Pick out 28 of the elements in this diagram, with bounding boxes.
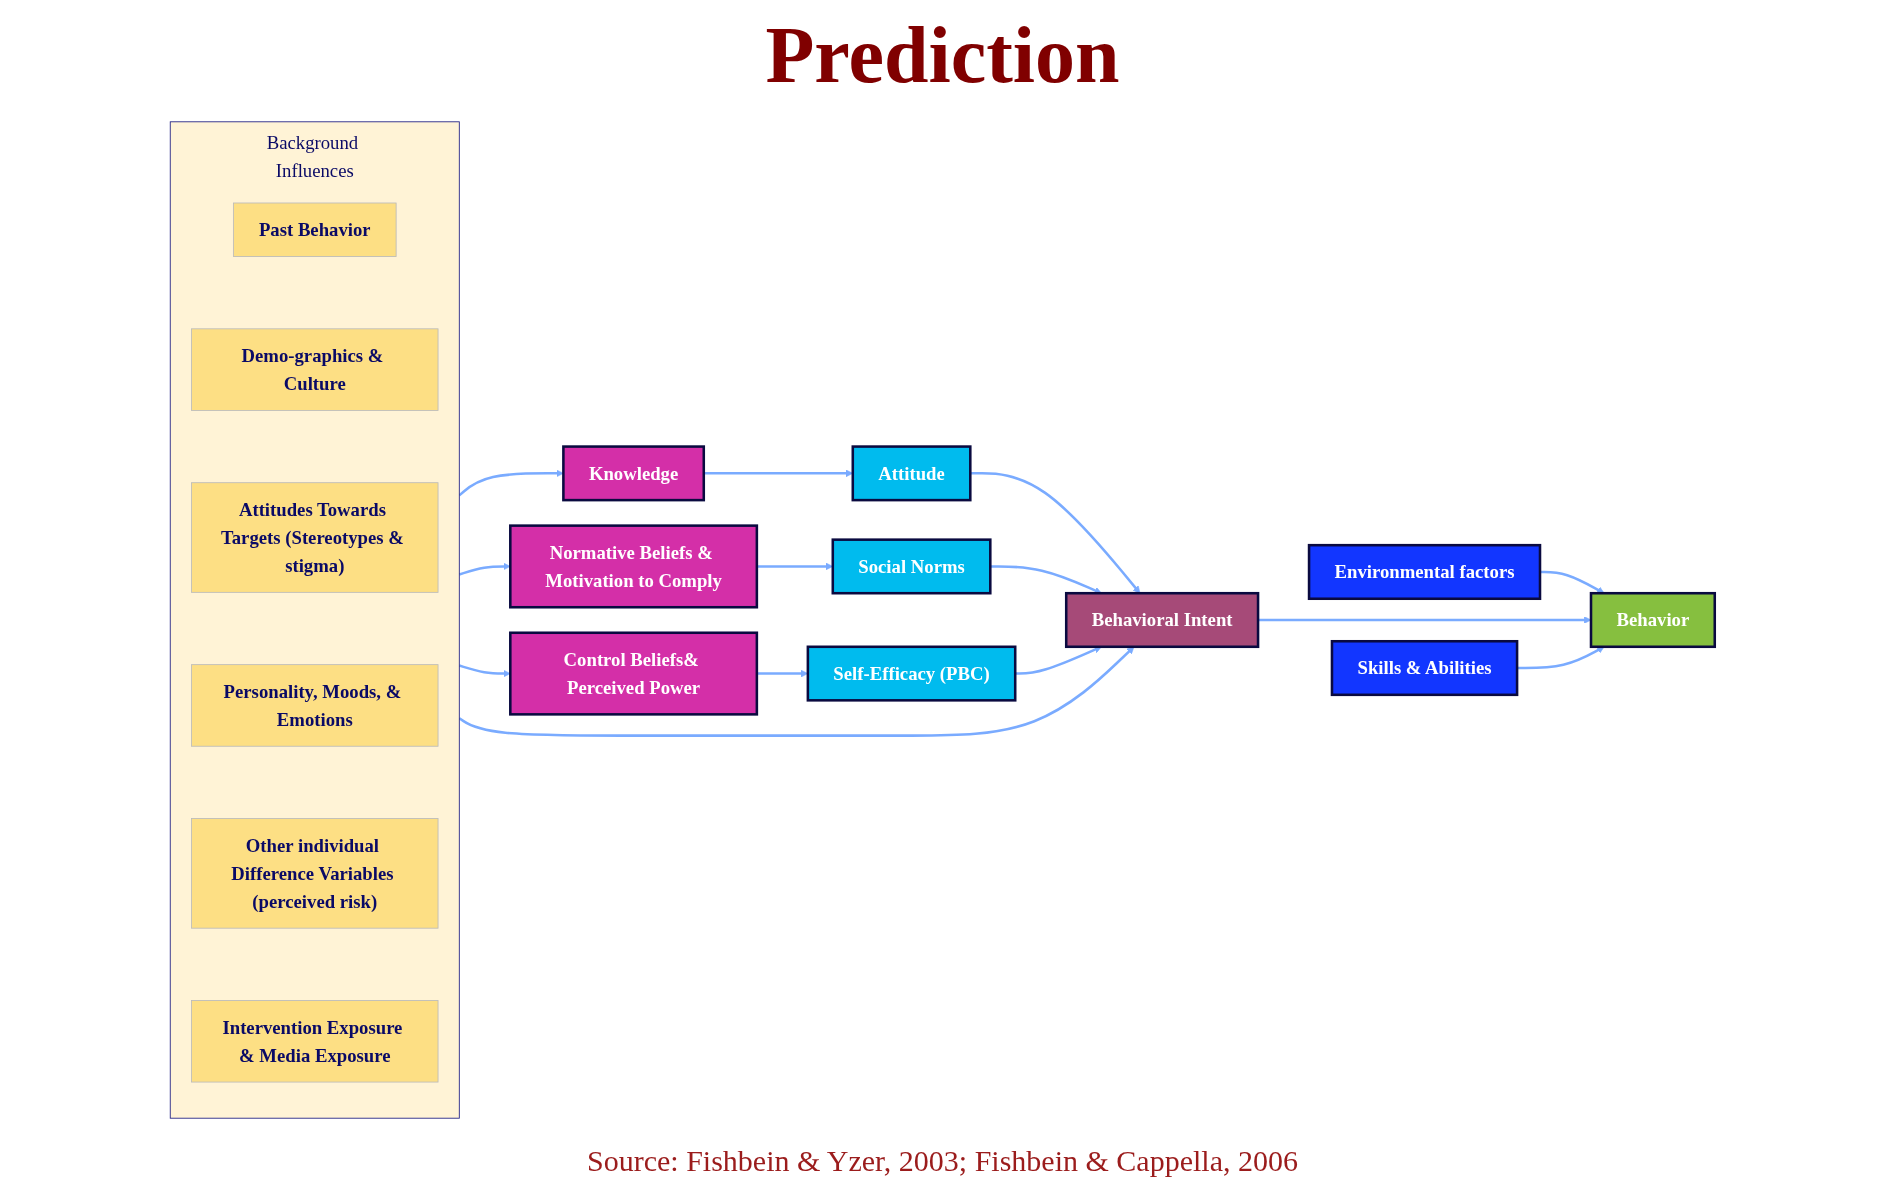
arrow bbox=[458, 469, 564, 497]
node-box: Past Behavior bbox=[233, 202, 397, 257]
node-box: Behavior bbox=[1589, 591, 1717, 649]
node-box: Social Norms bbox=[831, 538, 992, 595]
source-caption: Source: Fishbein & Yzer, 2003; Fishbein & Cappella, 2006 bbox=[586, 1144, 1299, 1178]
node-box: Demo-graphics & Culture bbox=[191, 328, 439, 411]
arrow bbox=[1015, 646, 1102, 675]
node-box: Control Beliefs& Perceived Power bbox=[509, 631, 759, 716]
node-box: Self-Efficacy (PBC) bbox=[806, 645, 1017, 702]
node-box: Behavioral Intent bbox=[1064, 591, 1260, 649]
node-box: Attitude bbox=[851, 445, 972, 502]
arrow bbox=[1540, 570, 1605, 594]
node-box: Attitudes Towards Targets (Stereotypes & stigma) bbox=[191, 482, 439, 593]
diagram-title: Prediction bbox=[764, 10, 1121, 101]
node-box: Intervention Exposure & Media Exposure bbox=[191, 1000, 439, 1083]
node-box: Personality, Moods, & Emotions bbox=[191, 664, 439, 747]
node-box: Environmental factors bbox=[1307, 543, 1542, 601]
node-box: Normative Beliefs & Motivation to Comply bbox=[509, 524, 759, 609]
arrow bbox=[1517, 646, 1605, 670]
node-box: Skills & Abilities bbox=[1330, 639, 1519, 697]
arrow bbox=[458, 646, 1135, 737]
arrow bbox=[970, 472, 1141, 594]
arrow bbox=[458, 562, 511, 576]
arrow bbox=[458, 664, 511, 678]
arrow bbox=[990, 565, 1102, 594]
node-box: Knowledge bbox=[562, 445, 706, 502]
node-box: Other individual Difference Variables (perceived risk) bbox=[191, 818, 439, 929]
arrow bbox=[1258, 616, 1592, 624]
